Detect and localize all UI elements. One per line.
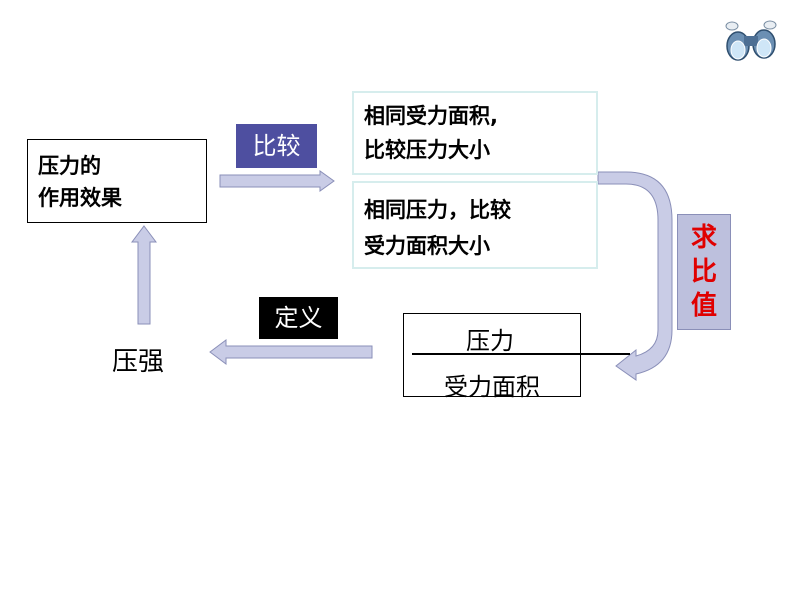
binoculars-icon	[725, 20, 777, 61]
effect-box: 压力的 作用效果	[27, 139, 207, 223]
fraction-line	[412, 353, 630, 355]
ratio-label-char-2: 比	[690, 257, 717, 287]
effect-box-line1: 压力的	[38, 154, 101, 178]
same-force-line1: 相同压力，比较	[364, 198, 511, 222]
arrow-left-define	[209, 339, 373, 365]
pressure-text: 压强	[112, 347, 165, 377]
ratio-label-char-1: 求	[690, 223, 717, 253]
define-label: 定义	[259, 297, 338, 339]
effect-box-line2: 作用效果	[38, 186, 122, 210]
ratio-numerator: 压力	[466, 327, 514, 355]
same-force-box: 相同压力，比较 受力面积大小	[352, 181, 598, 269]
same-force-line2: 受力面积大小	[364, 234, 490, 258]
arrow-up-effect	[131, 225, 157, 325]
arrow-curve-to-ratio	[597, 171, 673, 381]
ratio-denominator: 受力面积	[444, 373, 540, 401]
same-area-line2: 比较压力大小	[364, 138, 490, 162]
ratio-label-char-3: 值	[690, 291, 717, 321]
same-area-line1: 相同受力面积,	[364, 104, 498, 128]
compare-label: 比较	[236, 124, 317, 168]
arrow-right-compare	[219, 170, 335, 192]
same-area-box: 相同受力面积, 比较压力大小	[352, 91, 598, 175]
ratio-label: 求 比 值	[677, 214, 731, 330]
ratio-box: 压力 受力面积	[403, 313, 630, 401]
